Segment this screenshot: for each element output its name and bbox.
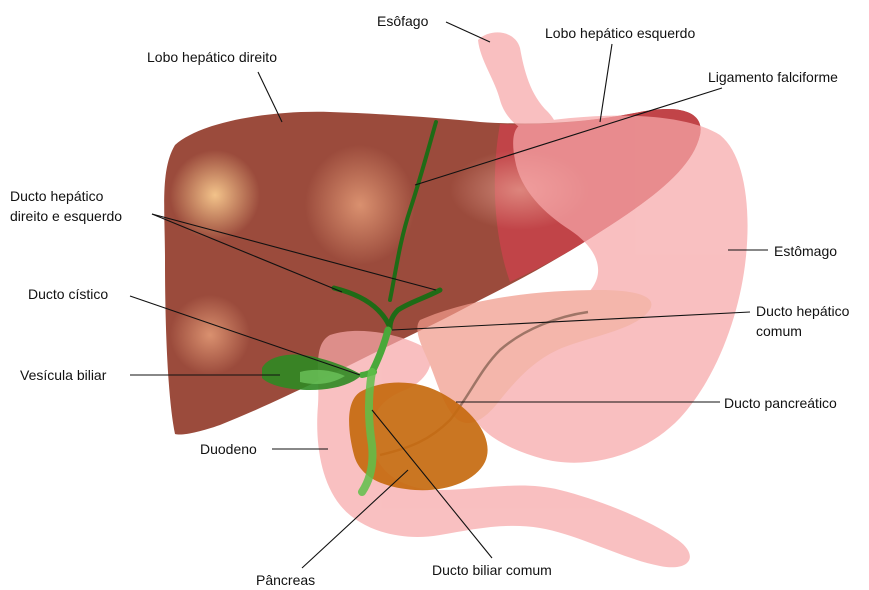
label-esofago: Esôfago [377, 13, 429, 29]
label-ducto-comum-2: comum [756, 323, 802, 339]
label-vesicula: Vesícula biliar [20, 367, 107, 383]
label-ducto-biliar: Ducto biliar comum [432, 562, 552, 578]
leader-lobo-esquerdo [600, 44, 612, 122]
label-estomago: Estômago [774, 243, 837, 259]
esophagus [478, 32, 556, 135]
liver-highlight [170, 295, 250, 375]
label-ligamento: Ligamento falciforme [708, 69, 838, 85]
label-ducto-hepatico-2: direito e esquerdo [10, 208, 122, 224]
label-pancreas: Pâncreas [256, 572, 315, 588]
label-lobo-direito: Lobo hepático direito [147, 49, 277, 65]
label-ducto-comum-1: Ducto hepático [756, 303, 850, 319]
label-ducto-pancreatico: Ducto pancreático [724, 395, 837, 411]
label-ducto-cistico: Ducto cístico [28, 286, 108, 302]
label-duodeno: Duodeno [200, 441, 257, 457]
label-lobo-esquerdo: Lobo hepático esquerdo [545, 25, 695, 41]
label-ducto-hepatico-1: Ducto hepático [10, 188, 104, 204]
leader-esofago [446, 22, 490, 42]
